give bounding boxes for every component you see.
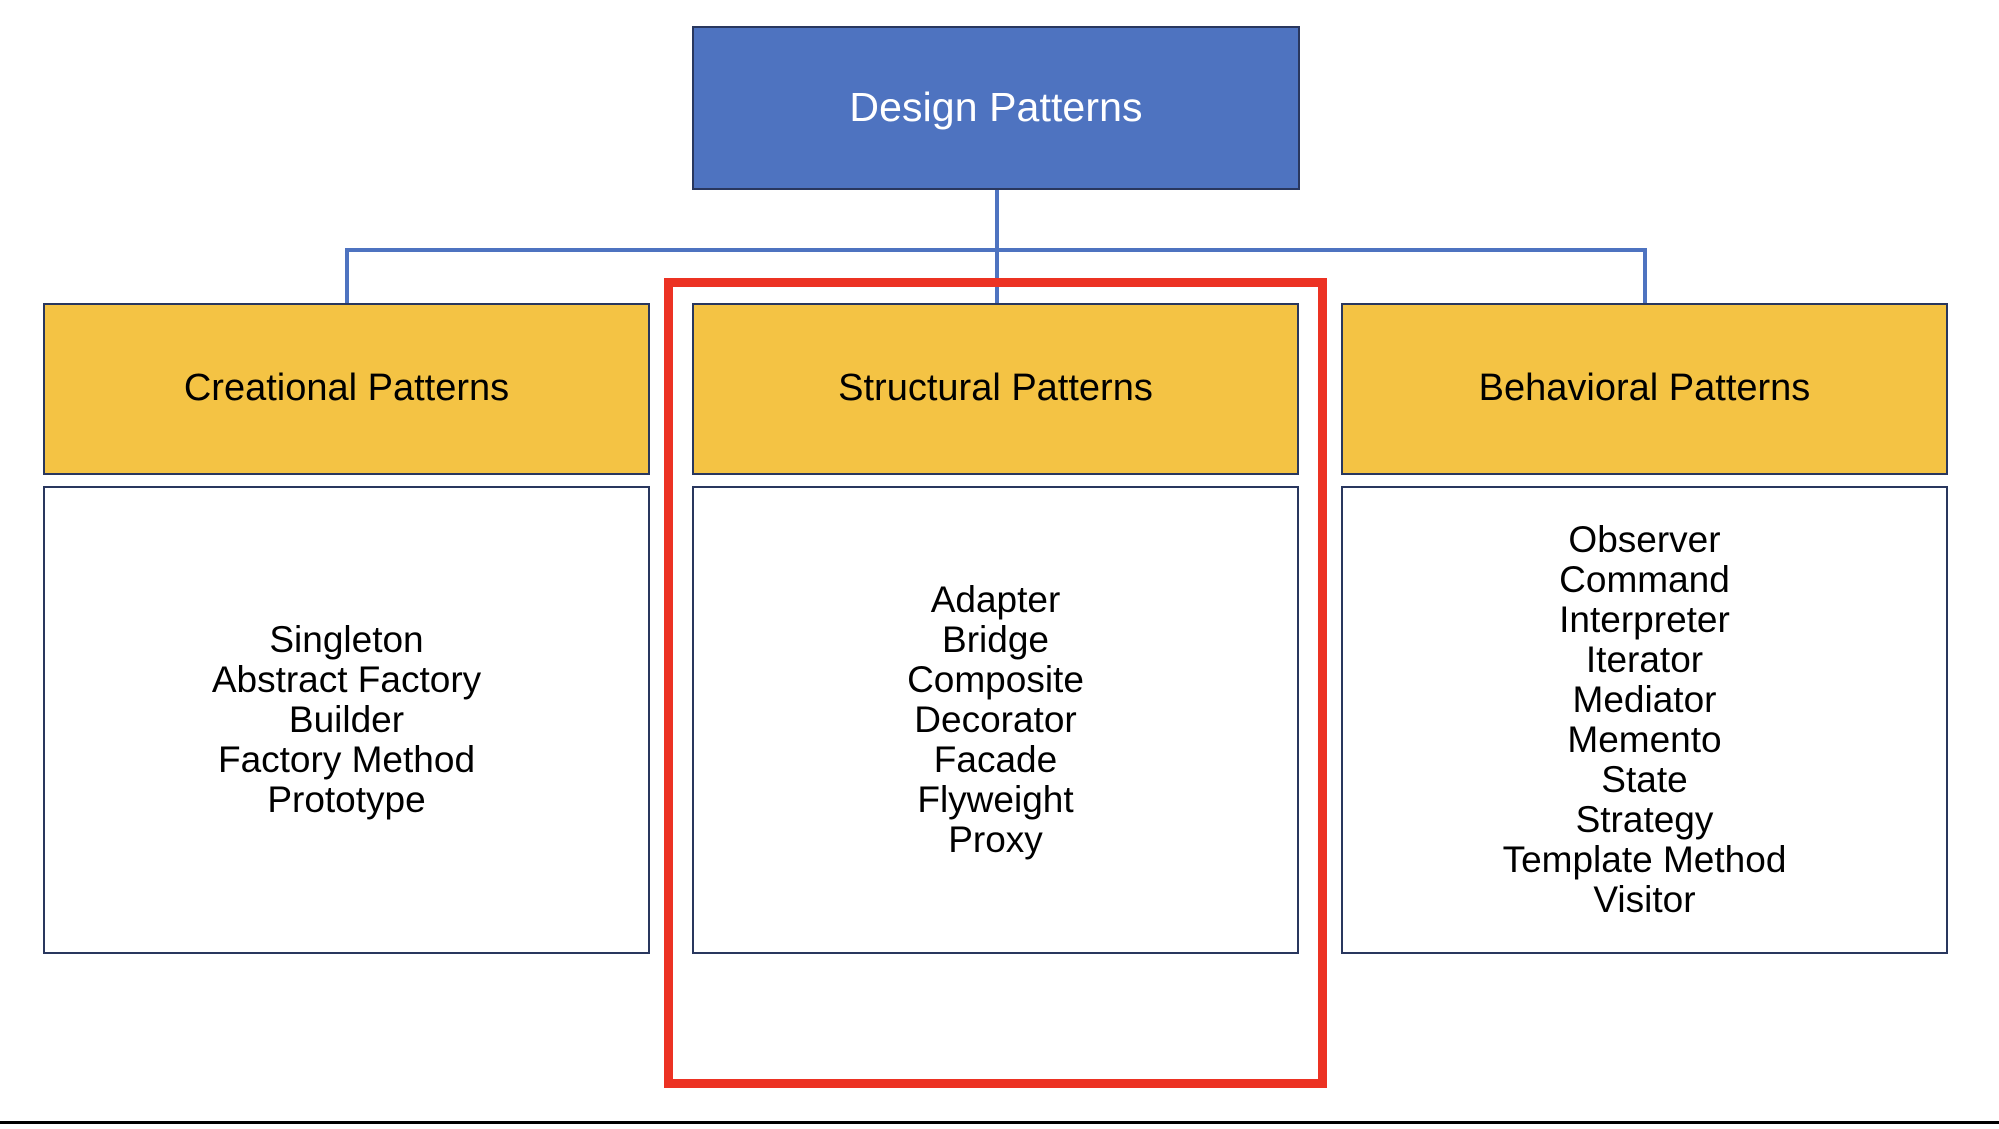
bottom-divider: [0, 1121, 1999, 1124]
connector-branch-structural: [995, 248, 999, 305]
category-column-creational: Creational Patterns Singleton Abstract F…: [43, 303, 650, 954]
list-item: Interpreter: [1559, 599, 1730, 640]
list-item: Template Method: [1502, 839, 1787, 880]
list-item: Memento: [1567, 719, 1722, 760]
category-header-label: Behavioral Patterns: [1478, 367, 1811, 410]
list-item: Facade: [933, 739, 1058, 780]
list-item: Builder: [288, 699, 405, 740]
list-item: Composite: [907, 659, 1084, 700]
list-item: Strategy: [1575, 799, 1714, 840]
list-item: Singleton: [269, 619, 424, 660]
list-item: Visitor: [1593, 879, 1696, 920]
category-column-behavioral: Behavioral Patterns Observer Command Int…: [1341, 303, 1948, 954]
category-body-structural: Adapter Bridge Composite Decorator Facad…: [692, 486, 1299, 954]
list-item: Abstract Factory: [211, 659, 482, 700]
category-header-structural[interactable]: Structural Patterns: [692, 303, 1299, 475]
category-body-behavioral: Observer Command Interpreter Iterator Me…: [1341, 486, 1948, 954]
pattern-list-behavioral: Observer Command Interpreter Iterator Me…: [1343, 520, 1946, 920]
pattern-list-structural: Adapter Bridge Composite Decorator Facad…: [694, 580, 1297, 860]
list-item: Mediator: [1572, 679, 1717, 720]
category-header-label: Creational Patterns: [183, 367, 510, 410]
list-item: Adapter: [930, 579, 1061, 620]
list-item: Factory Method: [217, 739, 476, 780]
root-node-design-patterns[interactable]: Design Patterns: [692, 26, 1300, 190]
connector-root-stem: [995, 190, 999, 252]
list-item: Bridge: [942, 619, 1049, 660]
list-item: Decorator: [914, 699, 1077, 740]
connector-branch-creational: [345, 248, 349, 305]
category-header-label: Structural Patterns: [838, 367, 1153, 410]
category-header-behavioral[interactable]: Behavioral Patterns: [1341, 303, 1948, 475]
list-item: Prototype: [267, 779, 426, 820]
category-header-creational[interactable]: Creational Patterns: [43, 303, 650, 475]
pattern-list-creational: Singleton Abstract Factory Builder Facto…: [45, 620, 648, 820]
category-column-structural: Structural Patterns Adapter Bridge Compo…: [692, 303, 1299, 954]
list-item: Command: [1559, 559, 1730, 600]
list-item: Flyweight: [917, 779, 1074, 820]
category-body-creational: Singleton Abstract Factory Builder Facto…: [43, 486, 650, 954]
connector-branch-behavioral: [1643, 248, 1647, 305]
list-item: Proxy: [948, 819, 1043, 860]
list-item: Iterator: [1585, 639, 1704, 680]
root-node-label: Design Patterns: [849, 84, 1143, 131]
list-item: Observer: [1568, 519, 1721, 560]
list-item: State: [1601, 759, 1688, 800]
